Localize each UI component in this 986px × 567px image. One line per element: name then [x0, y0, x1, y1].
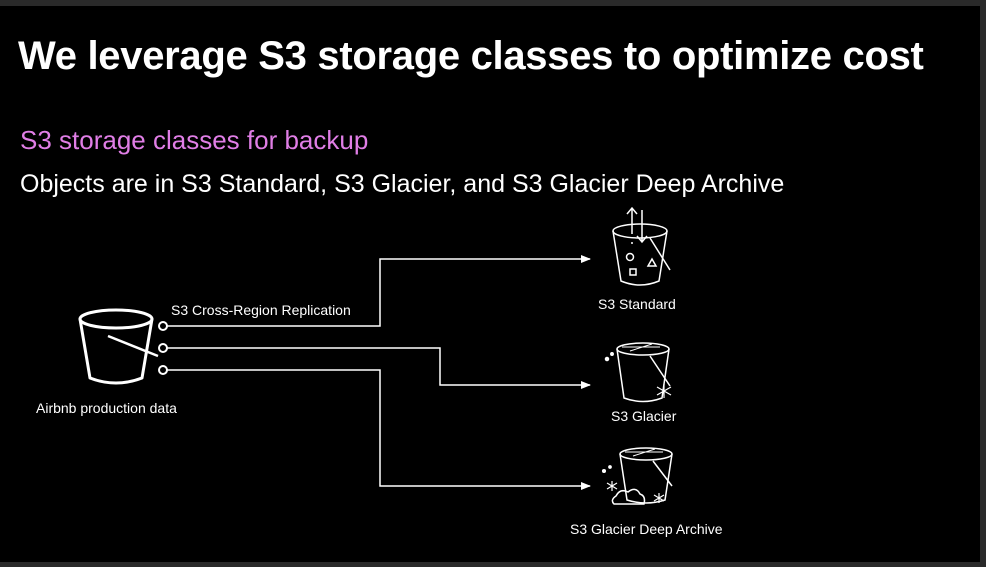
source-bucket-icon [78, 308, 159, 385]
slide: We leverage S3 storage classes to optimi… [0, 6, 980, 562]
target-label-s3-glacier: S3 Glacier [611, 408, 677, 424]
connector-dot [158, 343, 168, 353]
arrow-to-s3-standard [167, 255, 591, 327]
slide-title: We leverage S3 storage classes to optimi… [18, 34, 924, 78]
replication-label: S3 Cross-Region Replication [171, 302, 351, 318]
arrow-to-s3-glacier [167, 347, 591, 389]
connector-dot [158, 321, 168, 331]
s3-glacier-deep-archive-bucket-icon [601, 447, 673, 505]
target-label-s3-glacier-deep-archive: S3 Glacier Deep Archive [570, 521, 723, 537]
arrow-to-s3-glacier-deep-archive [167, 369, 591, 490]
s3-glacier-bucket-icon [604, 342, 672, 403]
source-label: Airbnb production data [36, 400, 177, 416]
replication-diagram [78, 206, 673, 505]
slide-subtitle: S3 storage classes for backup [20, 125, 369, 155]
s3-standard-bucket-icon [612, 206, 671, 286]
target-label-s3-standard: S3 Standard [598, 296, 676, 312]
connector-dot [158, 365, 168, 375]
slide-description: Objects are in S3 Standard, S3 Glacier, … [20, 170, 785, 198]
